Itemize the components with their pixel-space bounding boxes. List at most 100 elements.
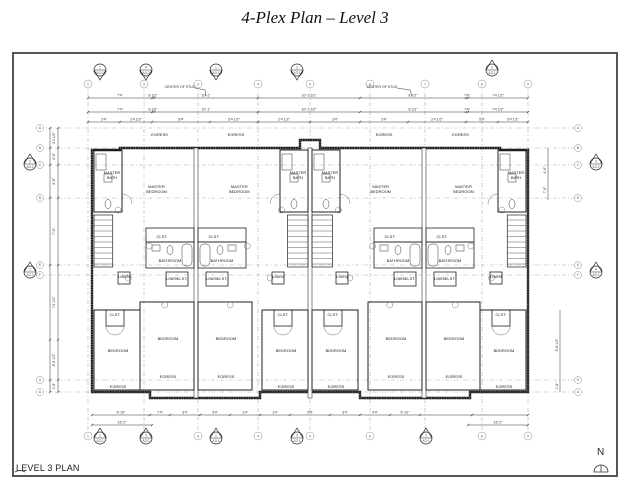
room-label-closet: CLST.: [278, 312, 289, 317]
dimension-tick: [406, 120, 410, 124]
section-marker-sheet: A3.2: [142, 439, 149, 443]
room-label-linen: LINEN: [206, 276, 218, 281]
dimension-label: 4'-6": [52, 152, 56, 160]
dimension-label: 2'4 1/2": [278, 118, 290, 122]
room-label-bathroom: BATHROOM: [387, 258, 410, 263]
dimension-tick: [308, 120, 312, 124]
section-marker-arrow: [589, 153, 603, 165]
door-tag: [266, 274, 274, 282]
dimension-tick: [358, 120, 362, 124]
egress-label: EGRESS: [376, 132, 393, 137]
closet-walls: [197, 227, 247, 243]
grid-bubble: [83, 431, 93, 441]
grid-bubble-label: 4: [257, 435, 259, 439]
room-label-master-bedroom: MASTER: [455, 184, 472, 189]
room-label-closet: CLST.: [445, 276, 456, 281]
dimension-tick: [150, 120, 154, 124]
bedroom-walls: [367, 301, 423, 391]
bedroom-closet-walls: [491, 309, 511, 327]
room-label-closet: CLST.: [437, 234, 448, 239]
room-label-master-bath: MASTER: [290, 170, 307, 175]
door-swing: [273, 325, 293, 336]
door-tag: [244, 242, 251, 250]
dimension-tick: [86, 110, 90, 114]
grid-bubble-label: 9: [527, 435, 529, 439]
dimension-tick: [228, 413, 232, 417]
dimension-label: 7'4": [464, 94, 471, 98]
dimension-tick: [358, 110, 362, 114]
section-marker-sheet: A3.2: [26, 273, 33, 277]
sink-icon: [289, 173, 299, 183]
room-label-master-bath: BATH: [107, 175, 117, 180]
dimension-label: 16'-2": [118, 421, 128, 425]
dimension-tick: [56, 126, 60, 130]
dimension-label: 2'4 1/2": [52, 131, 56, 143]
room-label-closet: CLST.: [177, 276, 188, 281]
dimension-tick: [118, 120, 122, 124]
grid-bubble: [139, 79, 149, 89]
dimension-label: 1'4": [272, 411, 279, 415]
room-label-master-bedroom: BEDROOM: [146, 189, 167, 194]
section-marker: 3A3.1: [290, 427, 304, 445]
grid-bubble: [574, 376, 582, 384]
door-tag: [145, 242, 153, 250]
dimension-label: 7'-6": [543, 186, 547, 194]
linen-closet-walls: [205, 271, 229, 287]
dimension-tick: [526, 110, 530, 114]
grid-bubble: [574, 161, 582, 169]
bathtub-icon: [409, 243, 421, 267]
dimension-label: 3'4": [182, 411, 189, 415]
section-marker-arrow: [589, 261, 603, 273]
dimension-label: 8 1/2": [408, 94, 418, 98]
section-marker-number: 2: [491, 66, 493, 70]
section-marker-sheet: A3.2: [96, 71, 103, 75]
dimension-tick: [526, 413, 530, 417]
dimension-label: 3'4": [101, 118, 108, 122]
sheet-label: LEVEL 3 PLAN: [16, 463, 80, 473]
party-wall: [421, 147, 427, 399]
door-tag: [488, 274, 495, 282]
sink-icon: [379, 244, 389, 252]
grid-bubble-label: 8: [481, 83, 483, 87]
grid-bubble-label: F: [39, 273, 41, 277]
grid-bubble: [523, 431, 533, 441]
grid-bubble-label: A: [577, 390, 580, 394]
door-tag: [346, 274, 354, 282]
grid-bubble: [36, 388, 44, 396]
dimension-tick: [152, 96, 156, 100]
dimension-tick: [526, 423, 530, 427]
dimension-tick: [256, 110, 260, 114]
dimension-tick: [48, 196, 52, 200]
section-marker-arrow: [93, 69, 107, 81]
door-tag: [386, 301, 393, 309]
egress-label: EGRESS: [452, 132, 469, 137]
room-label-closet: CLST.: [217, 276, 228, 281]
toilet-icon: [444, 245, 452, 255]
room-label-linen: LINEN: [166, 276, 178, 281]
egress-label: EGRESS: [278, 384, 295, 389]
closet-walls: [425, 227, 475, 243]
bedroom-walls: [197, 301, 253, 391]
door-swing: [269, 193, 281, 205]
dimension-tick: [56, 378, 60, 382]
room-label-bedroom: BEDROOM: [158, 336, 179, 341]
dimension-tick: [388, 413, 392, 417]
grid-bubble: [193, 79, 203, 89]
grid-bubble: [36, 144, 44, 152]
dimension-label: 10'-1": [202, 94, 212, 98]
dimension-label: 1'-8": [52, 382, 56, 390]
dimension-label: 7'4 1/2": [492, 94, 504, 98]
section-marker-number: 2: [29, 160, 31, 164]
dimension-label: 3'4": [212, 411, 219, 415]
dimension-tick: [466, 423, 470, 427]
section-marker-sheet: A3.1: [293, 439, 300, 443]
section-marker-arrow: [290, 69, 304, 81]
room-label-closet: CLST.: [110, 312, 121, 317]
room-label-bathroom: BATHROOM: [439, 258, 462, 263]
dimension-tick: [86, 96, 90, 100]
section-marker-sheet: A3.1: [488, 71, 495, 75]
room-label-master-bedroom: BEDROOM: [229, 189, 250, 194]
egress-label: EGRESS: [446, 374, 463, 379]
door-tag: [369, 242, 376, 250]
section-marker-arrow: [209, 427, 223, 439]
